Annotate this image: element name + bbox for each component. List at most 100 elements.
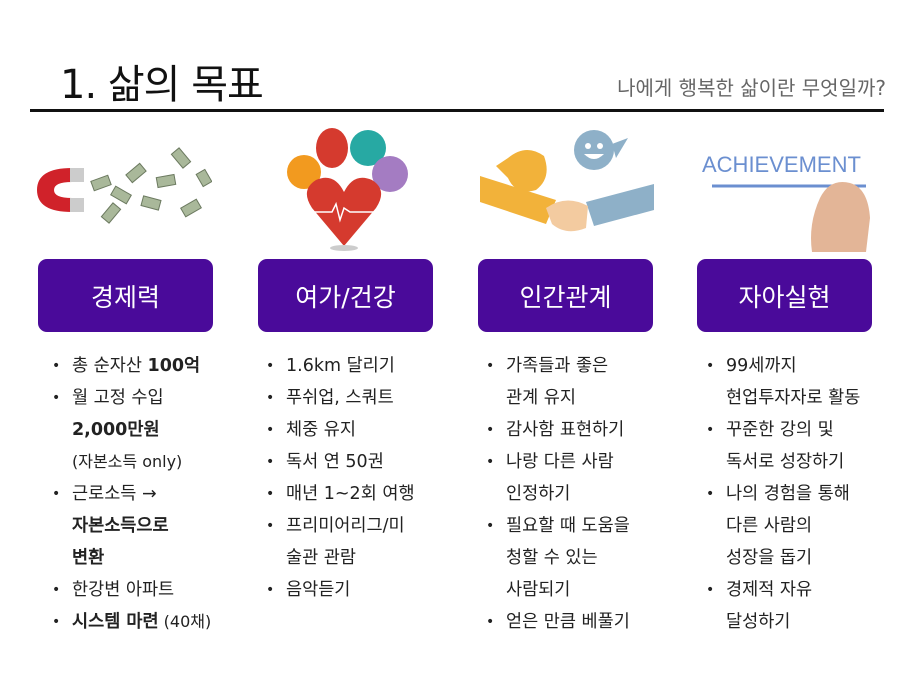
bullet-icon: • (52, 390, 61, 406)
list-item-line: • 총 순자산 100억 (52, 350, 262, 382)
list-item-line: 자본소득으로 (52, 510, 262, 542)
list-item-text: 필요할 때 도움을 (506, 516, 630, 536)
list-item-text: 얻은 만큼 베풀기 (506, 612, 630, 632)
list-item-line: • 푸쉬업, 스쿼트 (266, 382, 476, 414)
list-item-text: 99세까지 (726, 356, 797, 376)
list-item-line: • 감사함 표현하기 (486, 414, 696, 446)
list-item-line: 달성하기 (706, 606, 912, 638)
category-relationships: 인간관계 (478, 259, 653, 332)
list-item-line: • 경제적 자유 (706, 574, 912, 606)
bullet-icon: • (486, 454, 495, 470)
achievement-hand-icon: ACHIEVEMENT (702, 152, 870, 252)
goal-list-leisure-health: •1.6km 달리기•푸쉬업, 스쿼트•체중 유지•독서 연 50권•매년 1~… (266, 350, 476, 606)
bullet-icon: • (706, 582, 715, 598)
bullet-icon: • (486, 518, 495, 534)
goal-list-economy: • 총 순자산 100억 • 월 고정 수입 2,000만원 (자본소득 only) • 근로… (52, 350, 262, 638)
list-item-line: • 1.6km 달리기 (266, 350, 476, 382)
list-item-line: 2,000만원 (52, 414, 262, 446)
page-title: 1. 삶의 목표 (60, 62, 264, 108)
list-item-line: • 근로소득 → (52, 478, 262, 510)
list-item-line: • 얻은 만큼 베풀기 (486, 606, 696, 638)
list-item-line: • 체중 유지 (266, 414, 476, 446)
category-self-realization: 자아실현 (697, 259, 872, 332)
list-item-text: 푸쉬업, 스쿼트 (286, 388, 394, 408)
bullet-icon: • (52, 358, 61, 374)
category-leisure-health: 여가/건강 (258, 259, 433, 332)
list-item-text: 꾸준한 강의 및 (726, 420, 834, 440)
list-item-text: 월 고정 수입 (72, 388, 164, 408)
list-item-line: 독서로 성장하기 (706, 446, 912, 478)
list-item-line: 성장을 돕기 (706, 542, 912, 574)
bullet-icon: • (266, 358, 275, 374)
list-item-text: 변환 (72, 548, 105, 568)
list-item-text: 사람되기 (506, 580, 571, 600)
list-item-line: • 꾸준한 강의 및 (706, 414, 912, 446)
list-item-text: (40채) (158, 612, 212, 631)
bullet-icon: • (706, 486, 715, 502)
list-item-text: 음악듣기 (286, 580, 351, 600)
list-item-text: 독서 연 50권 (286, 452, 384, 472)
list-item-text: 관계 유지 (506, 388, 576, 408)
bullet-icon: • (266, 582, 275, 598)
handshake-icon (480, 130, 654, 232)
list-item-text: 경제적 자유 (726, 580, 813, 600)
list-item-line: 청할 수 있는 (486, 542, 696, 574)
list-item-line: •한강변 아파트 (52, 574, 262, 606)
list-item-text: 프리미어리그/미 (286, 516, 405, 536)
magnet-money-icon (37, 147, 212, 224)
list-item-line: 인정하기 (486, 478, 696, 510)
list-item-line: • 프리미어리그/미 (266, 510, 476, 542)
title-divider (30, 109, 884, 112)
list-item-line: • 나의 경험을 통해 (706, 478, 912, 510)
list-item-text: 감사함 표현하기 (506, 420, 625, 440)
bullet-icon: • (52, 486, 61, 502)
health-heart-icon (287, 128, 408, 251)
list-item-line: (자본소득 only) (52, 446, 262, 478)
list-item-text: 가족들과 좋은 (506, 356, 609, 376)
list-item-line: • 월 고정 수입 (52, 382, 262, 414)
list-item-text: 나랑 다른 사람 (506, 452, 614, 472)
bullet-icon: • (486, 614, 495, 630)
list-item-line: 술관 관람 (266, 542, 476, 574)
bullet-icon: • (266, 422, 275, 438)
list-item-line: • 나랑 다른 사람 (486, 446, 696, 478)
list-item-text: 시스템 마련 (72, 612, 159, 632)
list-item-text: 다른 사람의 (726, 516, 813, 536)
category-economy: 경제력 (38, 259, 213, 332)
list-item-text: 달성하기 (726, 612, 791, 632)
list-item-line: • 가족들과 좋은 (486, 350, 696, 382)
list-item-text: 1.6km 달리기 (286, 356, 395, 376)
list-item-line: • 매년 1~2회 여행 (266, 478, 476, 510)
bullet-icon: • (266, 390, 275, 406)
bullet-icon: • (706, 358, 715, 374)
bullet-icon: • (52, 614, 61, 630)
list-item-text: 나의 경험을 통해 (726, 484, 850, 504)
list-item-line: •독서 연 50권 (266, 446, 476, 478)
list-item-text: 독서로 성장하기 (726, 452, 845, 472)
list-item-text: 성장을 돕기 (726, 548, 813, 568)
bullet-icon: • (266, 486, 275, 502)
bullet-icon: • (52, 582, 61, 598)
list-item-text: 근로소득 → (72, 484, 157, 504)
list-item-text: 현업투자자로 활동 (726, 388, 861, 408)
list-item-text: 매년 1~2회 여행 (286, 484, 415, 504)
page-subtitle: 나에게 행복한 삶이란 무엇일까? (617, 76, 886, 100)
list-item-line: 변환 (52, 542, 262, 574)
bullet-icon: • (486, 422, 495, 438)
list-item-text: 청할 수 있는 (506, 548, 598, 568)
list-item-text: 총 순자산 (72, 356, 148, 376)
list-item-line: 사람되기 (486, 574, 696, 606)
list-item-text: 100억 (147, 356, 201, 376)
bullet-icon: • (266, 518, 275, 534)
list-item-text: 체중 유지 (286, 420, 356, 440)
bullet-icon: • (706, 422, 715, 438)
list-item-line: • 필요할 때 도움을 (486, 510, 696, 542)
list-item-text: 2,000만원 (72, 420, 160, 440)
list-item-line: 다른 사람의 (706, 510, 912, 542)
achievement-text: ACHIEVEMENT (702, 152, 861, 177)
list-item-text: (자본소득 only) (72, 452, 183, 471)
bullet-icon: • (486, 358, 495, 374)
list-item-line: • 99세까지 (706, 350, 912, 382)
